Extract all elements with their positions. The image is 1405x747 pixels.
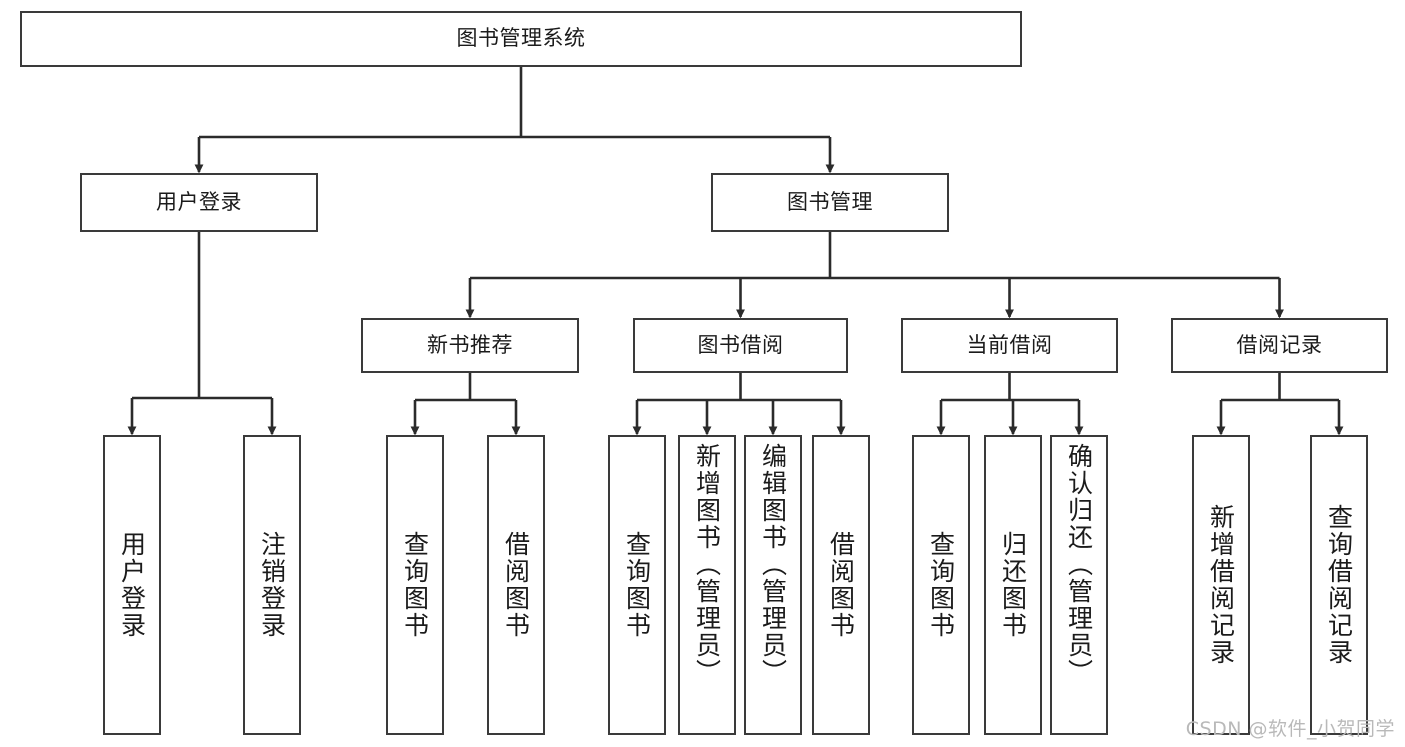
node-label: 当前借阅 — [966, 332, 1053, 357]
node-leaf-edit-book[interactable]: 编辑图书（管理员） — [744, 435, 802, 735]
node-leaf-query-book-2[interactable]: 查询图书 — [608, 435, 666, 735]
node-leaf-add-book[interactable]: 新增图书（管理员） — [678, 435, 736, 735]
node-label: 查询借阅记录 — [1324, 504, 1354, 666]
node-root[interactable]: 图书管理系统 — [20, 11, 1022, 67]
node-leaf-query-book-3[interactable]: 查询图书 — [912, 435, 970, 735]
node-leaf-borrow-book-1[interactable]: 借阅图书 — [487, 435, 545, 735]
node-label: 新增借阅记录 — [1206, 504, 1236, 666]
node-label: 用户登录 — [117, 531, 147, 639]
node-label: 用户登录 — [156, 189, 242, 214]
node-leaf-user-login[interactable]: 用户登录 — [103, 435, 161, 735]
node-leaf-confirm-return[interactable]: 确认归还（管理员） — [1050, 435, 1108, 735]
node-new-book-rec[interactable]: 新书推荐 — [361, 318, 579, 373]
node-label: 查询图书 — [622, 531, 652, 639]
node-leaf-query-record[interactable]: 查询借阅记录 — [1310, 435, 1368, 735]
node-label: 编辑图书（管理员） — [758, 443, 788, 686]
node-borrow-record[interactable]: 借阅记录 — [1171, 318, 1388, 373]
node-label: 借阅图书 — [826, 531, 856, 639]
node-leaf-borrow-book-2[interactable]: 借阅图书 — [812, 435, 870, 735]
node-label: 归还图书 — [998, 531, 1028, 639]
node-label: 图书管理 — [787, 189, 873, 214]
node-label: 借阅图书 — [501, 531, 531, 639]
node-current-borrow[interactable]: 当前借阅 — [901, 318, 1118, 373]
node-label: 图书借阅 — [697, 332, 784, 357]
node-label: 图书管理系统 — [456, 26, 586, 51]
node-label: 新增图书（管理员） — [692, 443, 722, 686]
node-book-mgmt[interactable]: 图书管理 — [711, 173, 949, 232]
node-label: 查询图书 — [400, 531, 430, 639]
node-leaf-user-logout[interactable]: 注销登录 — [243, 435, 301, 735]
node-leaf-return-book[interactable]: 归还图书 — [984, 435, 1042, 735]
node-label: 查询图书 — [926, 531, 956, 639]
node-leaf-query-book-1[interactable]: 查询图书 — [386, 435, 444, 735]
node-leaf-add-record[interactable]: 新增借阅记录 — [1192, 435, 1250, 735]
node-label: 借阅记录 — [1236, 332, 1323, 357]
node-user-login[interactable]: 用户登录 — [80, 173, 318, 232]
node-book-borrow[interactable]: 图书借阅 — [633, 318, 848, 373]
node-label: 注销登录 — [257, 531, 287, 639]
node-label: 新书推荐 — [427, 332, 513, 357]
node-label: 确认归还（管理员） — [1064, 443, 1094, 686]
watermark-text: CSDN @软件_小贺同学 — [1185, 718, 1395, 740]
